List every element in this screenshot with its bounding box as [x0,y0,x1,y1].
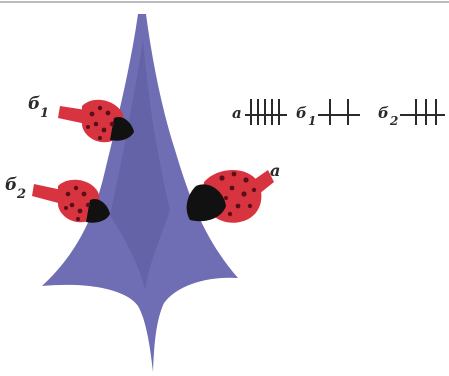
spike-train-1: а [232,99,287,125]
synapse-terminal-b2 [32,180,110,223]
synapse-b2-label: б [5,175,17,195]
synapse-a-label: а [270,161,280,180]
synapse-b2-index: 2 [16,187,26,202]
spike-train-index: 1 [308,114,316,128]
spike-train-label: б [378,104,389,122]
spike-train-index: 2 [389,114,398,128]
synapse-b1-index: 1 [40,106,49,121]
synapse-b1-label: б [28,94,40,114]
terminal-b2-stalk [32,184,62,204]
spike-train-label: б [296,104,307,122]
synapse-terminal-a [187,170,274,223]
terminal-b1-stalk [58,106,86,124]
spike-train-label: а [232,104,242,122]
